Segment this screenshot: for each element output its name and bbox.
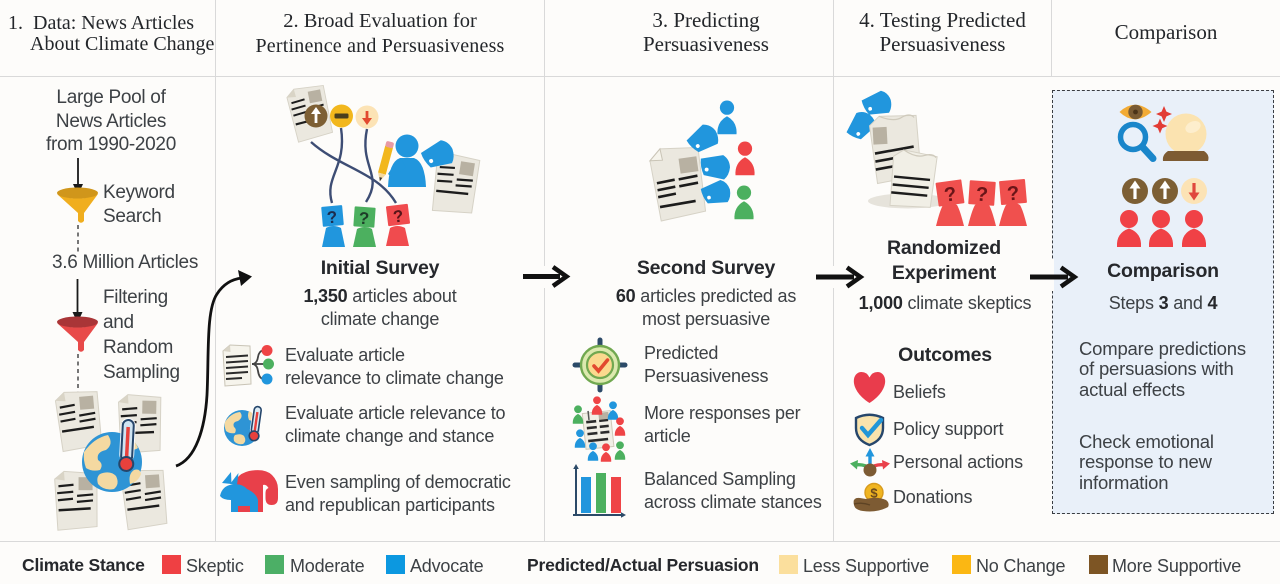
svg-text:$: $ <box>870 486 878 501</box>
svg-text:?: ? <box>392 206 405 226</box>
svg-text:?: ? <box>326 208 338 228</box>
svg-text:?: ? <box>1006 183 1020 206</box>
svg-text:?: ? <box>358 209 370 229</box>
svg-text:?: ? <box>943 183 958 206</box>
svg-text:?: ? <box>975 184 989 207</box>
